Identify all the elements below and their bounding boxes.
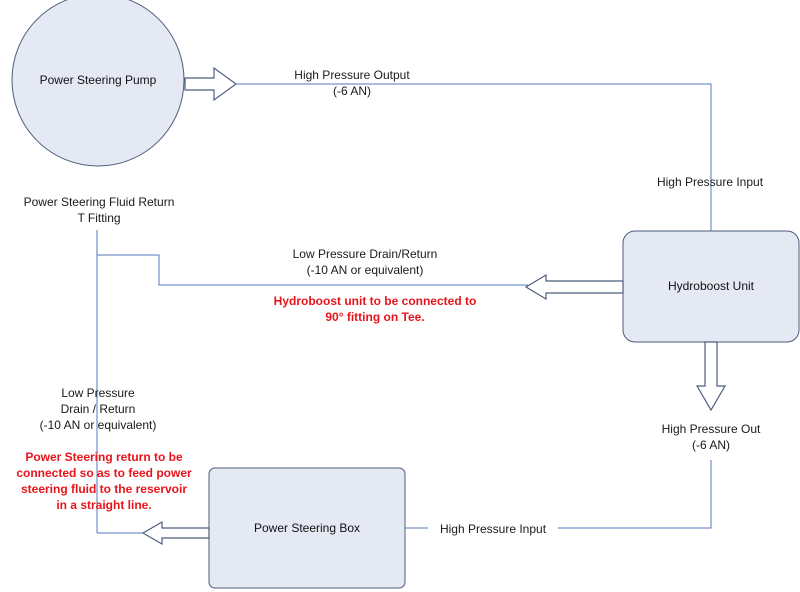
tee-branch-line <box>97 254 528 286</box>
high-pressure-input-bottom-label: High Pressure Input <box>428 521 558 537</box>
low-pressure-drain-top-label: Low Pressure Drain/Return (-10 AN or equ… <box>292 247 438 277</box>
power-steering-pump-node <box>11 0 185 167</box>
fluid-return-tee-label: Power Steering Fluid Return T Fitting <box>23 195 175 225</box>
high-pressure-output-line <box>236 83 712 231</box>
pump-output-arrow <box>184 66 238 102</box>
box-return-arrow <box>141 520 210 546</box>
power-steering-box-label: Power Steering Box <box>253 521 361 535</box>
high-pressure-out-line <box>550 460 712 529</box>
hydroboost-return-arrow <box>524 273 624 301</box>
low-pressure-drain-left-label: Low Pressure Drain / Return (-10 AN or e… <box>39 386 157 432</box>
high-pressure-input-top-label: High Pressure Input <box>656 175 764 189</box>
high-pressure-out-label: High Pressure Out (-6 AN) <box>661 422 761 452</box>
hydroboost-label: Hydroboost Unit <box>667 279 755 293</box>
hydroboost-tee-note: Hydroboost unit to be connected to 90° f… <box>273 294 477 324</box>
return-straight-note: Power Steering return to be connected so… <box>16 450 192 512</box>
hydroboost-output-arrow <box>695 341 727 412</box>
high-pressure-output-label: High Pressure Output (-6 AN) <box>294 68 410 98</box>
pump-label: Power Steering Pump <box>39 73 157 87</box>
